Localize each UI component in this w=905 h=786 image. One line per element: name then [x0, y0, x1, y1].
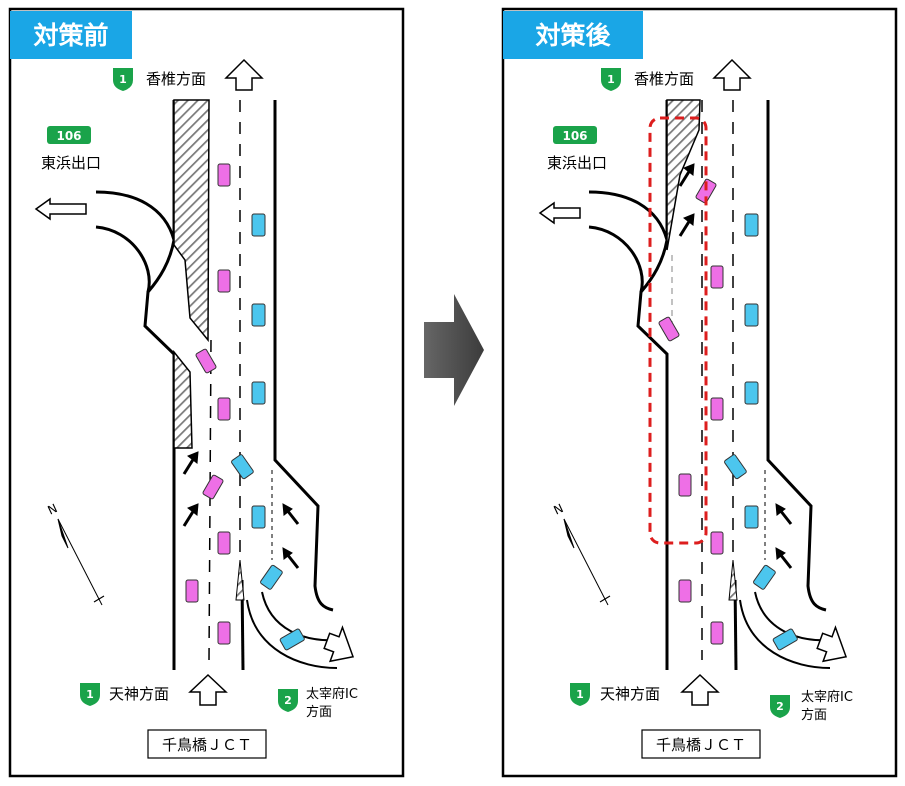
junction-name: 千鳥橋ＪＣＴ	[162, 736, 252, 754]
panel-after: 対策後	[501, 7, 898, 778]
car-blue	[251, 381, 266, 405]
car-blue	[724, 454, 747, 480]
car-blue	[744, 381, 759, 405]
destination-label: 香椎方面	[146, 70, 206, 88]
diagonal-arrow-icon	[285, 509, 300, 525]
diagonal-arrow-icon	[182, 509, 196, 527]
panel-title: 対策前	[33, 21, 108, 50]
car-pink	[217, 269, 231, 293]
svg-text:1: 1	[607, 73, 615, 86]
route-badge	[553, 126, 597, 144]
traffic-arrows	[182, 451, 300, 569]
destination-top: 1 香椎方面	[113, 58, 264, 91]
destination-label: 天神方面	[109, 685, 169, 703]
svg-text:106: 106	[562, 129, 587, 143]
diagonal-arrow-icon	[182, 457, 196, 475]
car-blue	[744, 303, 759, 327]
car-blue	[744, 213, 759, 237]
junction-box	[641, 729, 761, 759]
svg-text:2: 2	[776, 700, 784, 713]
car-pink	[658, 316, 680, 342]
car-pink	[202, 474, 224, 500]
car-pink	[695, 178, 717, 204]
car-blue	[260, 564, 283, 590]
ramp-destination: 太宰府IC	[801, 689, 853, 705]
junction-name: 千鳥橋ＪＣＴ	[656, 736, 746, 754]
car-blue	[251, 213, 266, 237]
car-blue	[772, 628, 798, 651]
exit-name: 東浜出口	[547, 154, 607, 172]
diagonal-arrow-icon	[778, 509, 793, 525]
car-blue	[251, 505, 266, 529]
destination-top: 1 香椎方面	[601, 58, 752, 91]
up-arrow-icon	[816, 625, 848, 663]
car-pink	[710, 531, 724, 555]
destination-label: 香椎方面	[634, 70, 694, 88]
ramp-destination: 太宰府IC	[306, 686, 358, 702]
diagonal-arrow-icon	[678, 219, 692, 237]
diagonal-arrow-icon	[778, 553, 793, 569]
route-shield-icon	[80, 683, 100, 706]
panel-before: 対策前	[8, 7, 405, 778]
car-pink	[217, 621, 231, 645]
car-pink	[678, 473, 692, 497]
car-blue	[744, 505, 759, 529]
up-arrow-icon	[323, 625, 355, 663]
up-arrow-icon	[680, 673, 720, 706]
route-badge	[47, 126, 91, 144]
transition-arrow-icon	[424, 294, 484, 406]
car-blue	[279, 628, 305, 651]
svg-text:106: 106	[56, 129, 81, 143]
car-pink	[710, 265, 724, 289]
destination-label: 天神方面	[600, 685, 660, 703]
car-pink	[710, 397, 724, 421]
svg-text:2: 2	[284, 694, 292, 707]
route-shield-icon	[770, 695, 790, 718]
car-pink	[185, 579, 199, 603]
hatched-zone	[173, 99, 210, 343]
car-blue	[231, 454, 254, 480]
diagonal-arrow-icon	[678, 169, 692, 187]
exit-name: 東浜出口	[41, 154, 101, 172]
ramp-destination: 方面	[306, 704, 332, 720]
road	[95, 99, 338, 671]
hatched-zone	[173, 349, 193, 449]
up-arrow-icon	[224, 58, 264, 91]
ramp-destination: 方面	[801, 707, 827, 723]
car-blue	[251, 303, 266, 327]
car-pink	[195, 348, 217, 374]
vehicles	[658, 178, 798, 651]
panel-title-box	[10, 11, 132, 59]
up-arrow-icon	[712, 58, 752, 91]
svg-text:1: 1	[119, 73, 127, 86]
exit-label: 106 東浜出口	[538, 126, 607, 225]
traffic-arrows	[678, 163, 793, 569]
svg-text:1: 1	[576, 688, 584, 701]
hatched-zone	[666, 99, 701, 251]
left-arrow-icon	[538, 201, 581, 225]
panel-title: 対策後	[535, 21, 611, 50]
car-pink	[217, 531, 231, 555]
car-pink	[217, 397, 231, 421]
route-shield-icon	[601, 68, 621, 91]
route-shield-icon	[278, 689, 298, 712]
route-shield-icon	[113, 68, 133, 91]
up-arrow-icon	[188, 673, 228, 706]
panel-title-box	[503, 11, 643, 59]
car-pink	[678, 579, 692, 603]
car-blue	[753, 564, 776, 590]
car-pink	[710, 621, 724, 645]
vehicles	[185, 163, 305, 651]
exit-label: 106 東浜出口	[34, 126, 101, 221]
car-pink	[217, 163, 231, 187]
diagonal-arrow-icon	[285, 553, 300, 569]
destination-bottom: 1 天神方面 2 太宰府IC 方面	[570, 625, 853, 723]
destination-bottom: 1 天神方面 2 太宰府IC 方面	[80, 625, 358, 720]
junction-box	[147, 729, 267, 759]
route-shield-icon	[570, 683, 590, 706]
svg-text:1: 1	[86, 688, 94, 701]
highlight-box	[648, 116, 708, 545]
left-arrow-icon	[34, 197, 87, 221]
